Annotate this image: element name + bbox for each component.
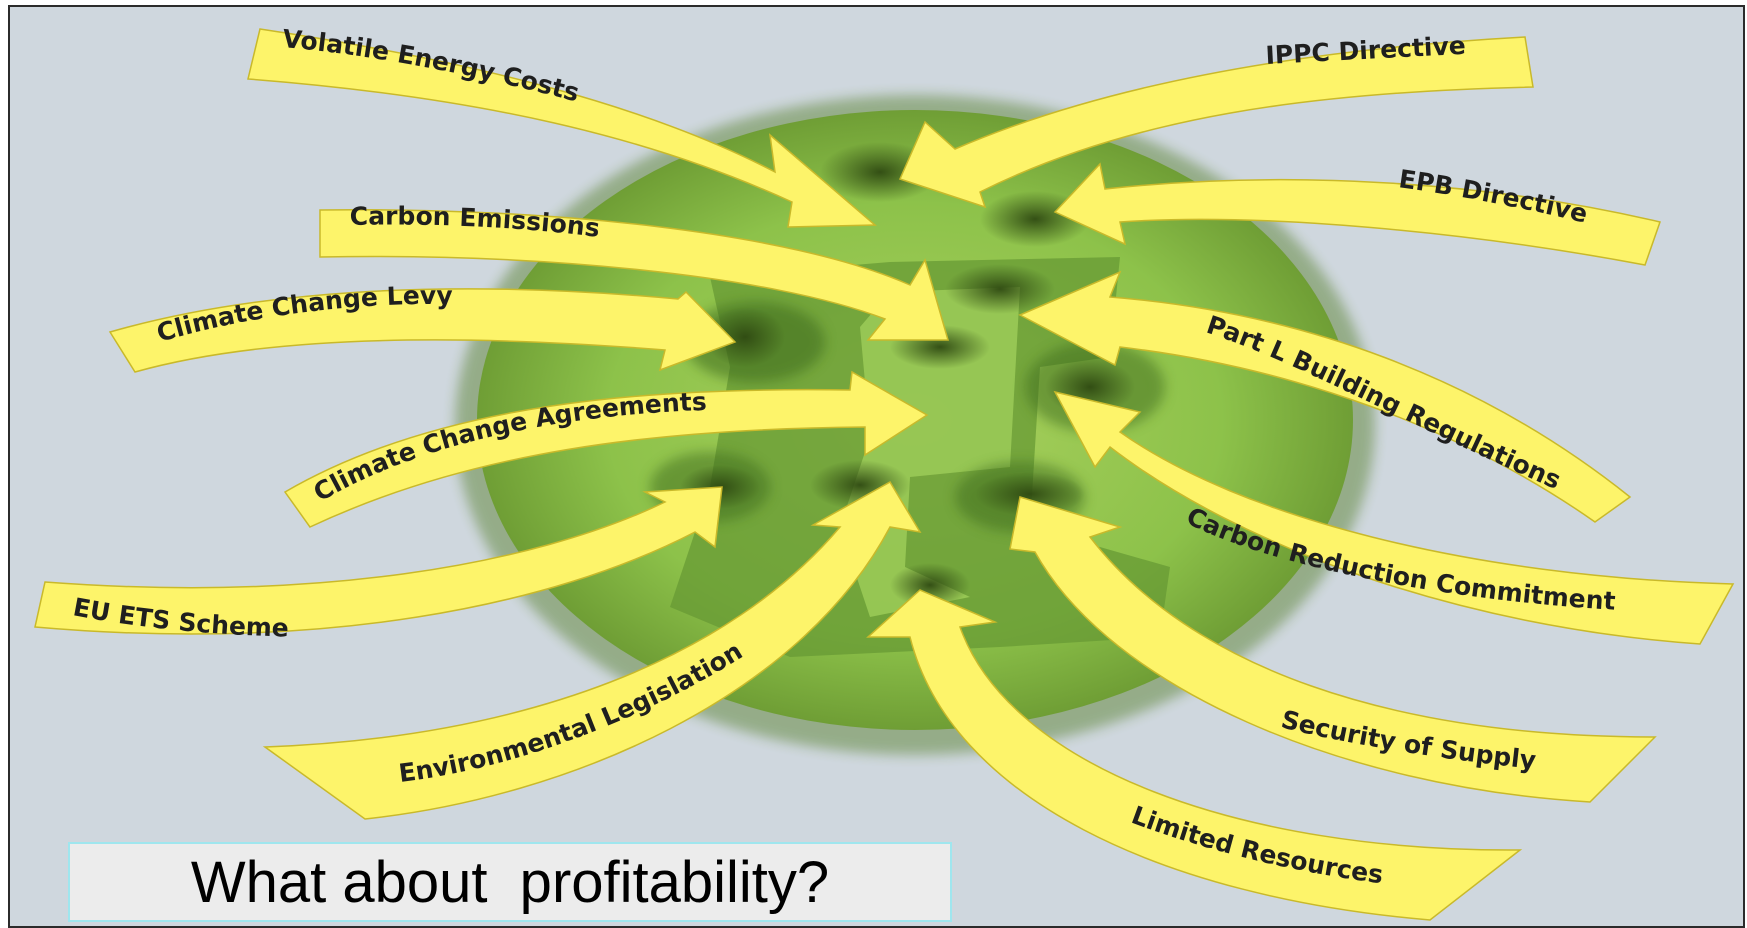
question-box: What about profitability? — [68, 842, 952, 922]
arrow-volatile-energy-costs — [247, 28, 877, 228]
arrow-limited-resources — [866, 589, 1523, 921]
arrow-eu-ets — [34, 486, 723, 635]
arrows-diagram: Volatile Energy Costs IPPC Directive Car… — [34, 24, 1735, 921]
arrow-crc — [1053, 390, 1735, 645]
arrow-security-of-supply — [1009, 496, 1657, 803]
slide: Volatile Energy Costs IPPC Directive Car… — [8, 5, 1745, 928]
question-text: What about profitability? — [190, 849, 830, 915]
arrow-shapes — [34, 28, 1735, 921]
arrow-part-l — [1018, 270, 1632, 523]
arrow-carbon-emissions — [319, 209, 949, 341]
arrow-climate-change-agreements — [283, 370, 929, 528]
arrow-climate-change-levy — [108, 288, 737, 373]
arrow-environmental-legislation — [262, 480, 922, 820]
arrow-epb-directive — [1053, 162, 1661, 266]
arrow-ippc-directive — [898, 36, 1534, 209]
